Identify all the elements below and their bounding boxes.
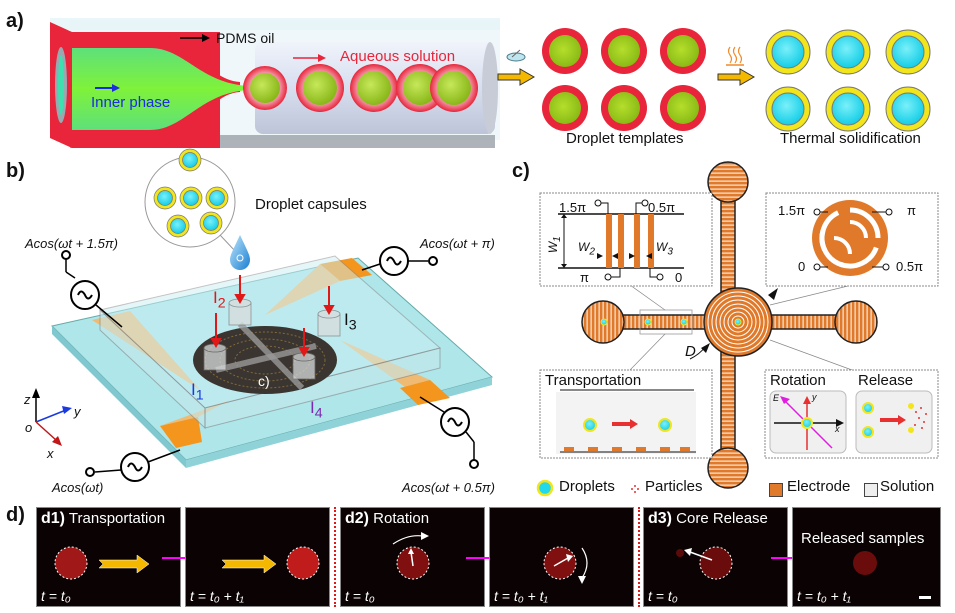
inset-phase-1-5pi: 1.5π [559,200,587,215]
inlet-label-2: I2 [213,288,226,312]
inlet-label-3: I3 [344,310,357,334]
frame-title: Released samples [801,530,925,547]
spiral-phase-0: 0 [798,259,806,274]
thermal-solidification-label: Thermal solidification [780,130,921,147]
panel-c-reference: c) [258,373,270,389]
axis-y-label: y [74,404,81,419]
signal-label-1-5pi: Acos(ωt + 1.5π) [25,236,118,251]
heating-step [717,46,756,86]
micrograph-d1-t0: d1) Transportation t = t₀ [36,507,181,607]
width-w2-label: W2 [578,240,595,258]
ac-source-icon [419,396,479,469]
solution-legend-icon [864,483,878,497]
legend-electrode: Electrode [787,478,851,495]
time-label: t = t₀ [648,588,678,604]
panel-a-label: a) [6,10,24,32]
rotation-inset [769,390,847,454]
interdigitated-electrode-inset [558,199,684,281]
particles-legend-icon [631,485,639,493]
time-label: t = t₀ [345,588,375,604]
yellow-arrow-icon [717,68,756,86]
inlet-label-4: I4 [310,398,323,422]
aqueous-arrow-icon [293,54,326,62]
solidified-capsules-grid [765,29,931,132]
rotation-inset-title: Rotation [770,372,826,389]
heat-icon [726,46,744,66]
panel-d-label: d) [6,504,25,526]
pdms-arrow-icon [180,34,210,42]
droplet-templates-label: Droplet templates [566,130,684,147]
spiral-phase-pi: π [907,203,916,218]
injection-arrows [210,275,335,358]
field-e-label: E [773,393,780,403]
legend-particles: Particles [645,478,703,495]
chip-droplets [600,318,742,326]
droplet-capsules-label: Droplet capsules [255,196,367,213]
ac-source-icon [61,250,123,328]
frame-title: d3) Core Release [648,510,768,527]
tube-droplets [243,64,478,112]
signal-label-pi: Acos(ωt + π) [420,236,495,251]
transport-inset [556,389,696,454]
transportation-inset-title: Transportation [545,372,642,389]
capillary-device-illustration [50,18,500,148]
inset-phase-0: 0 [675,270,683,285]
time-label: t = t₀ + t₁ [494,588,548,604]
rot-x-label: x [835,424,840,434]
divider [638,507,640,607]
electrode-legend-icon [769,483,783,497]
chip-3d-illustration [32,148,494,482]
spiral-phase-0-5pi: 0.5π [896,259,924,274]
divider [334,507,336,607]
legend-droplets: Droplets [559,478,615,495]
petri-dish-icon [506,49,526,62]
width-w3-label: W3 [656,240,673,258]
axis-o-label: o [25,420,33,435]
panel-c-label: c) [512,160,530,182]
coordinate-axes-icon [32,388,72,446]
ac-source-icon [361,246,438,276]
panel-b-label: b) [6,160,25,182]
inner-arrow-icon [95,84,120,92]
frame-title: d2) Rotation [345,510,430,527]
scale-bar [919,596,931,599]
frame-title: d1) Transportation [41,510,166,527]
time-label: t = t₀ [41,588,71,604]
water-drop-icon [230,235,250,270]
micrograph-d1-t1: t = t₀ + t₁ [185,507,330,607]
micrograph-d3-t0: d3) Core Release t = t₀ [643,507,788,607]
pdms-oil-label: PDMS oil [216,30,275,46]
legend-solution: Solution [880,478,935,495]
micrograph-d3-t1: Released samples t = t₀ + t₁ [792,507,941,607]
inner-phase-label: Inner phase [91,94,171,111]
inlet-label-1: I1 [191,380,204,404]
release-inset-title: Release [858,372,914,389]
capsules-magnifier [144,148,237,253]
droplet-templates-grid [542,28,706,131]
aqueous-solution-label: Aqueous solution [340,48,456,65]
collect-step [497,49,536,86]
inset-phase-0-5pi: 0.5π [648,200,676,215]
time-label: t = t₀ + t₁ [797,588,851,604]
inset-phase-pi: π [580,270,589,285]
axis-z-label: z [24,392,31,407]
electrode-layout-diagram [539,161,939,489]
diameter-d-label: D [685,343,696,360]
time-label: t = t₀ + t₁ [190,588,244,604]
release-inset [855,390,933,454]
micrograph-d2-t1: t = t₀ + t₁ [489,507,634,607]
signal-label-0: Acos(ωt) [52,480,104,495]
spiral-electrode-inset [812,200,893,276]
rot-y-label: y [812,392,817,402]
droplet-legend-icon [536,479,554,497]
width-w1-label: W1 [545,236,564,254]
spiral-phase-1-5pi: 1.5π [778,203,806,218]
ac-source-icon [85,449,181,482]
signal-label-0-5pi: Acos(ωt + 0.5π) [402,480,495,495]
axis-x-label: x [47,446,54,461]
yellow-arrow-icon [497,68,536,86]
micrograph-d2-t0: d2) Rotation t = t₀ [340,507,485,607]
